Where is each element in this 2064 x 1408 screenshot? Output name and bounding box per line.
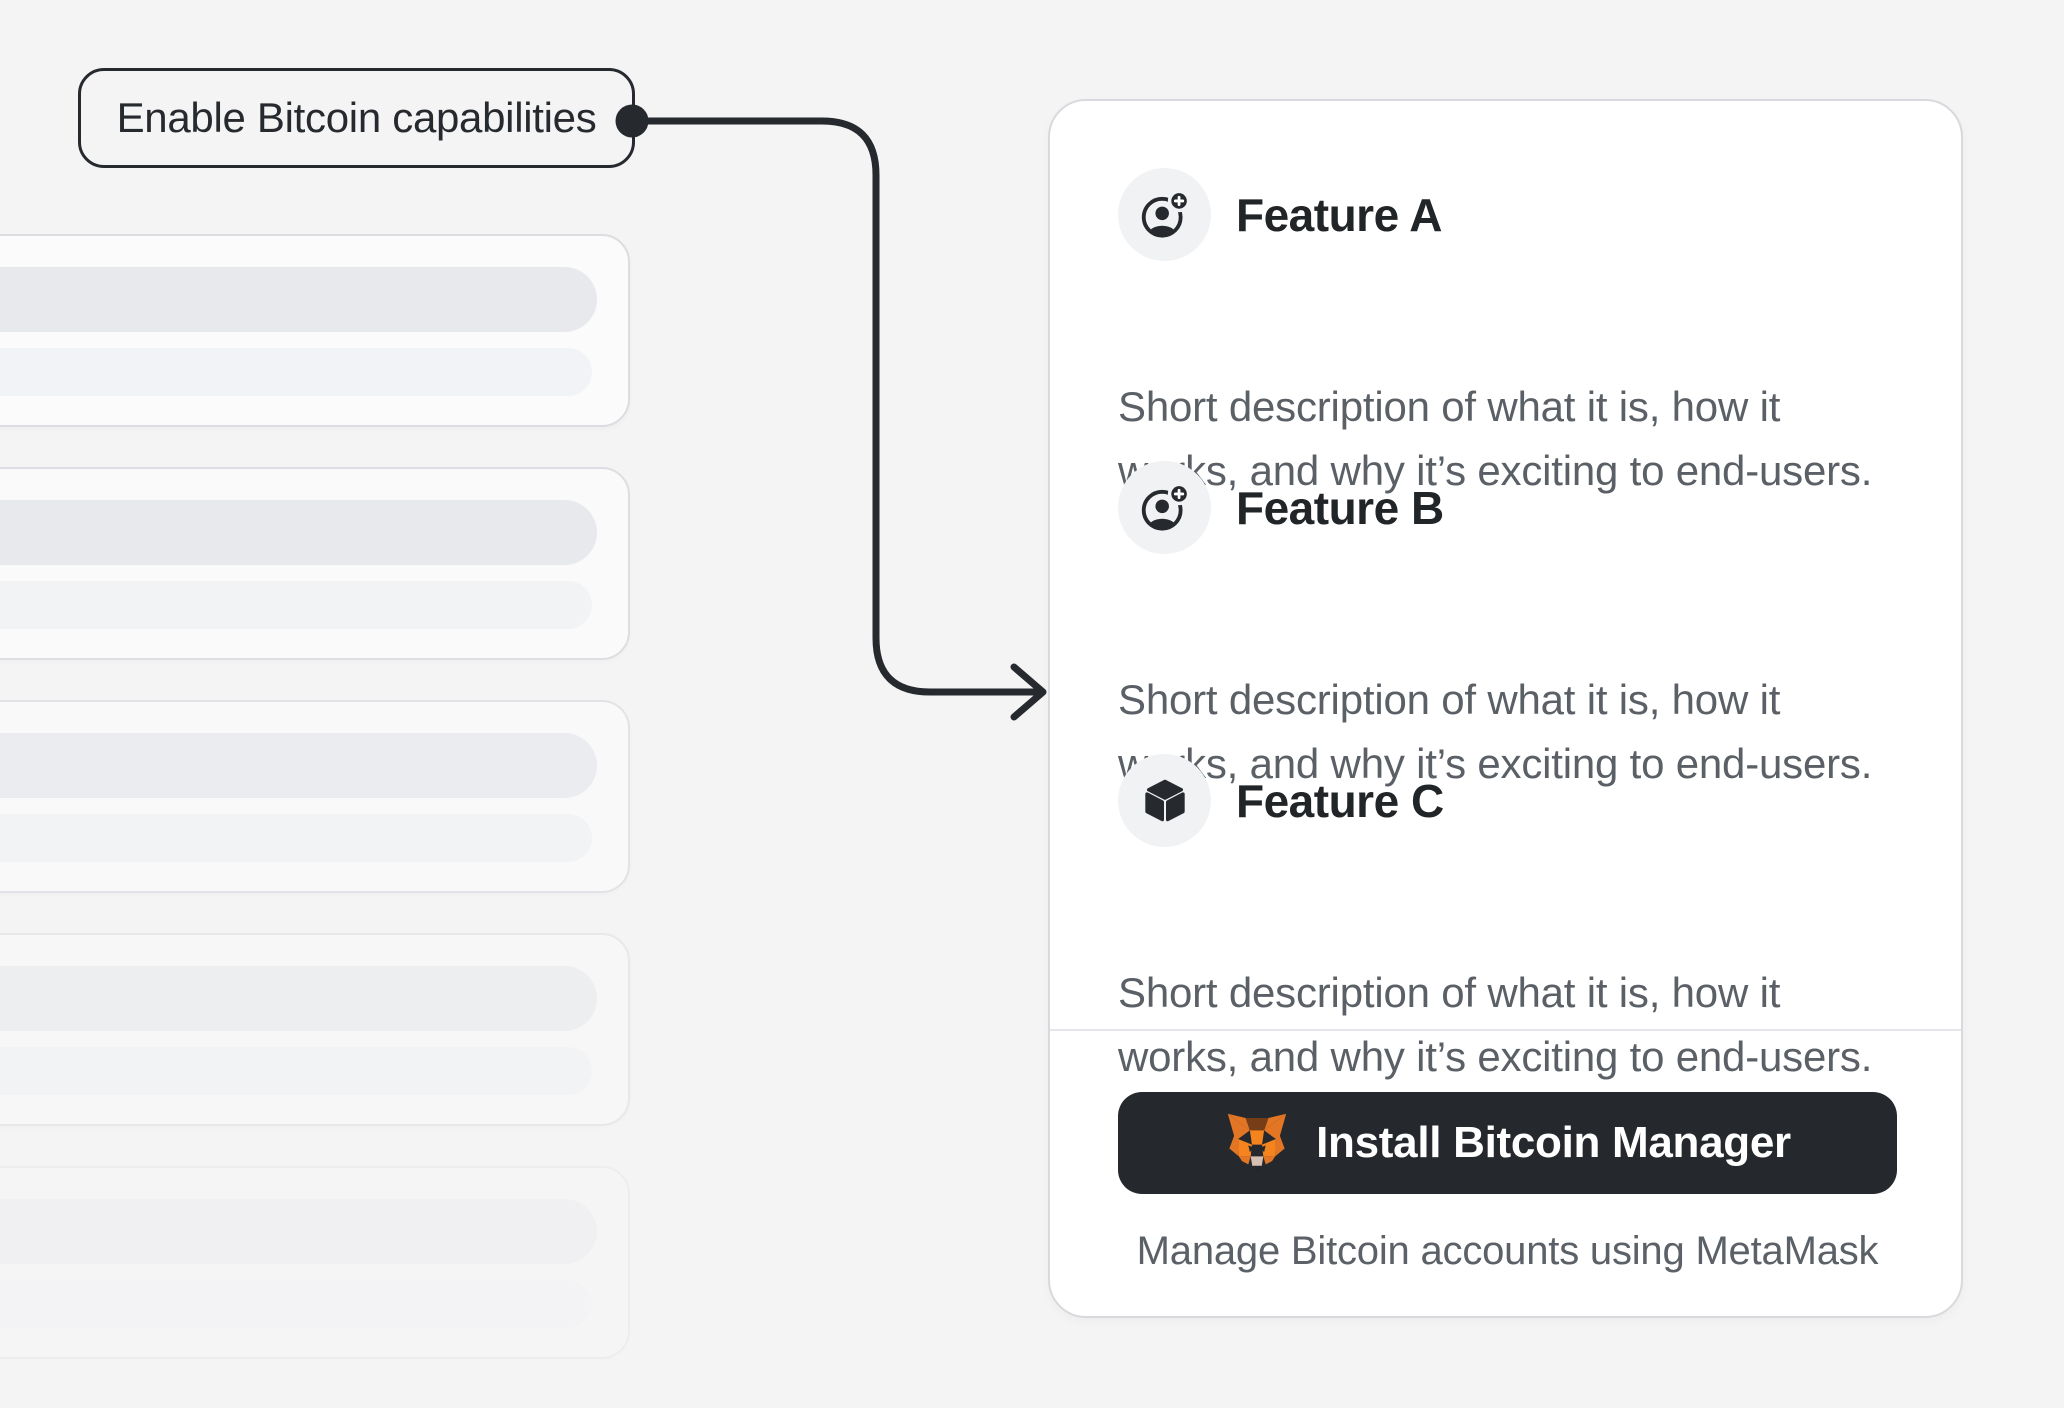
- arrowhead-icon: [1010, 663, 1047, 721]
- metamask-fox-icon: [1224, 1113, 1290, 1173]
- cube-icon: [1118, 754, 1211, 847]
- install-button-label: Install Bitcoin Manager: [1316, 1118, 1791, 1167]
- feature-title: Feature C: [1236, 774, 1444, 827]
- feature-title: Feature B: [1236, 481, 1444, 534]
- feature-c-header: Feature C: [1118, 754, 1444, 847]
- account-plus-icon: [1118, 168, 1211, 261]
- skeleton-bar: [0, 814, 592, 862]
- skeleton-card: [0, 933, 630, 1126]
- callout-label: Enable Bitcoin capabilities: [78, 68, 635, 168]
- divider: [1050, 1029, 1961, 1031]
- feature-description: Short description of what it is, how it …: [1118, 969, 1873, 1080]
- skeleton-card: [0, 234, 630, 427]
- skeleton-card: [0, 1166, 630, 1359]
- install-bitcoin-manager-button[interactable]: Install Bitcoin Manager: [1118, 1092, 1897, 1194]
- feature-description: Short description of what it is, how it …: [1118, 383, 1873, 494]
- callout-text: Enable Bitcoin capabilities: [116, 94, 597, 141]
- feature-a-header: Feature A: [1118, 168, 1442, 261]
- feature-title: Feature A: [1236, 188, 1442, 241]
- skeleton-card: [0, 467, 630, 660]
- button-caption: Manage Bitcoin accounts using MetaMask: [1136, 1229, 1879, 1273]
- skeleton-bar: [0, 267, 597, 332]
- skeleton-bar: [0, 581, 592, 629]
- skeleton-bar: [0, 1199, 597, 1264]
- feature-card: Feature A Short description of what it i…: [1048, 99, 1963, 1318]
- account-plus-icon: [1118, 461, 1211, 554]
- skeleton-bar: [0, 966, 597, 1031]
- skeleton-bar: [0, 1047, 592, 1095]
- skeleton-bar: [0, 1280, 592, 1328]
- skeleton-bar: [0, 733, 597, 798]
- skeleton-card: [0, 700, 630, 893]
- skeleton-bar: [0, 348, 592, 396]
- skeleton-bar: [0, 500, 597, 565]
- feature-b-header: Feature B: [1118, 461, 1444, 554]
- feature-description: Short description of what it is, how it …: [1118, 676, 1873, 787]
